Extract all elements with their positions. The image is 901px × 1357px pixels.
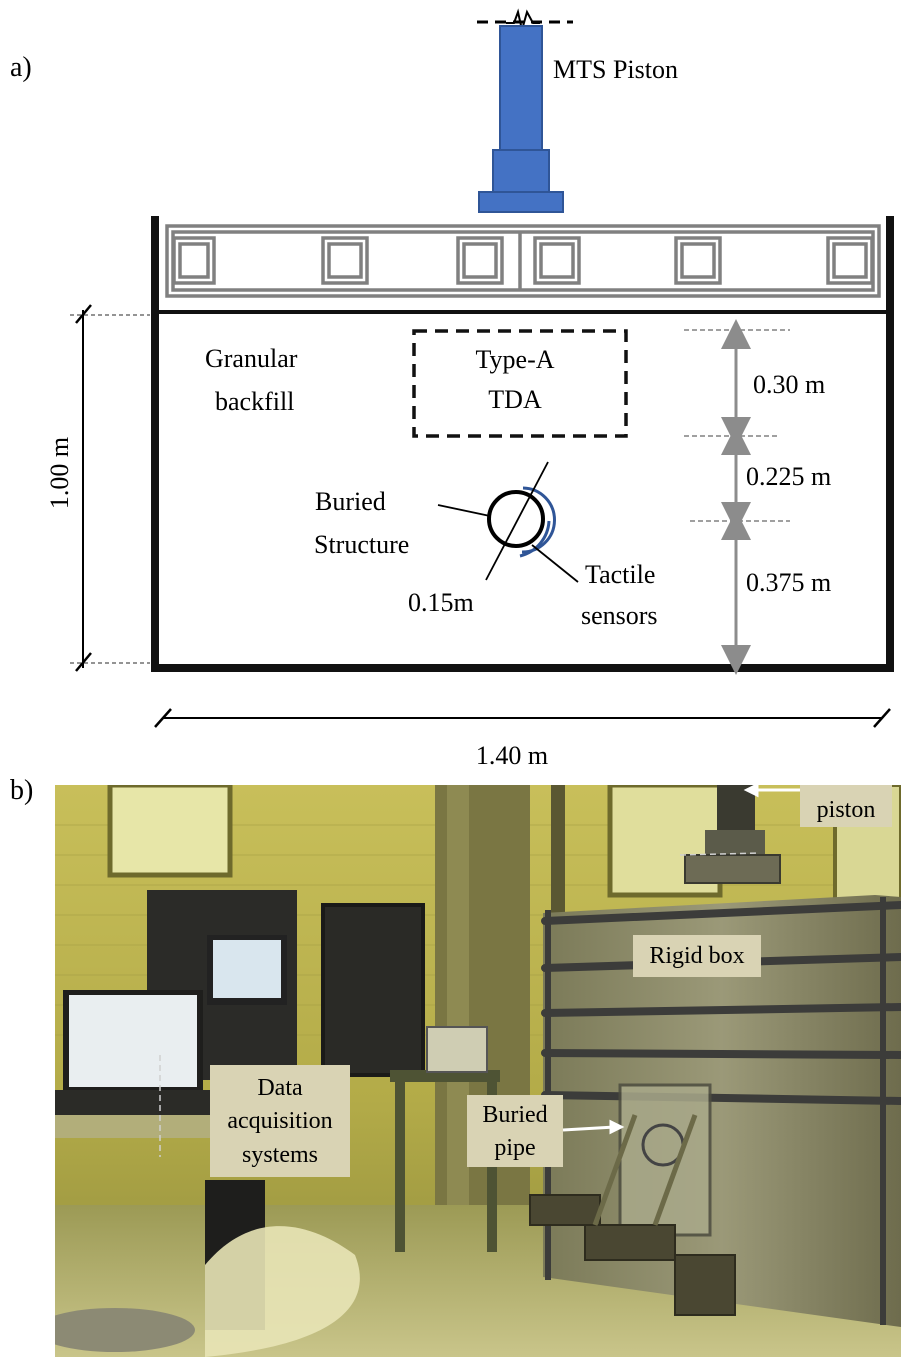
dim-height-label: 1.00 m xyxy=(45,437,74,509)
height-dimension xyxy=(70,304,150,672)
tda-zone xyxy=(412,329,628,438)
backfill-label: Granular xyxy=(205,344,298,373)
dim-top-label: 0.30 m xyxy=(753,370,825,399)
width-dimension xyxy=(154,708,891,728)
sensor-label: Tactile xyxy=(585,560,655,589)
dim-bottom-label: 0.375 m xyxy=(746,568,831,597)
mts-piston-label: MTS Piston xyxy=(553,55,678,84)
photo-box-label: Rigid box xyxy=(649,943,744,969)
test-setup-schematic: MTS Piston Granular backfill Type-A TDA xyxy=(45,8,894,770)
dim-middle-label: 0.225 m xyxy=(746,462,831,491)
tda-label: Type-A xyxy=(475,345,554,374)
photo-pipe-label: Buried xyxy=(482,1102,547,1128)
dim-width-label: 1.40 m xyxy=(476,741,548,770)
tda-label-2: TDA xyxy=(488,385,542,414)
rigid-box-outline xyxy=(151,216,894,672)
structure-label: Buried xyxy=(315,487,386,516)
diameter-label: 0.15m xyxy=(408,588,474,617)
panel-b-label: b) xyxy=(10,775,34,806)
backfill-label-2: backfill xyxy=(215,387,294,416)
mts-piston xyxy=(477,8,573,213)
buried-structure xyxy=(437,461,579,583)
photo-piston-label: piston xyxy=(817,797,876,823)
photo-daq-label-3: systems xyxy=(242,1142,318,1168)
lab-photo-illustration: piston Rigid box Data acquisition system… xyxy=(55,785,901,1357)
loading-beam-frame xyxy=(165,224,881,298)
sensor-label-2: sensors xyxy=(581,601,658,630)
photo-daq-label: Data xyxy=(257,1075,303,1101)
photo-pipe-label-2: pipe xyxy=(494,1135,535,1161)
photo-daq-label-2: acquisition xyxy=(227,1108,332,1134)
lab-photo: piston Rigid box Data acquisition system… xyxy=(55,785,901,1357)
panel-a-label: a) xyxy=(10,52,32,83)
structure-label-2: Structure xyxy=(314,530,409,559)
